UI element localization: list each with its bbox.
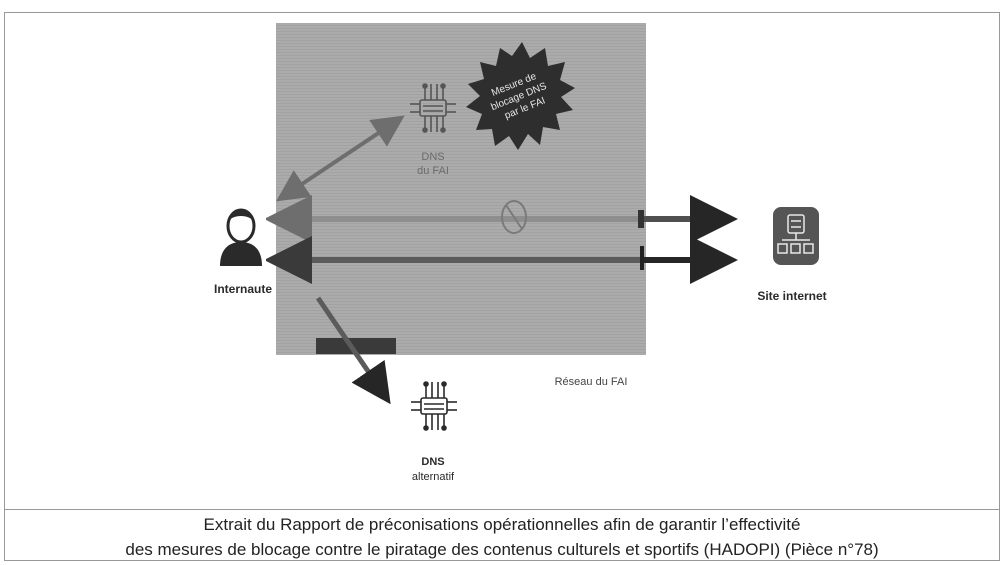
blocking-badge: Mesure de blocage DNS par le FAI [466,42,575,150]
network-edge-marker-bottom [640,246,644,270]
isp-dns-label-1: DNS [421,151,444,163]
caption-line-1: Extrait du Rapport de préconisations opé… [203,515,801,534]
alt-dns-label-1: DNS [421,456,444,468]
isp-dns-chip-icon [410,83,456,133]
website-label: Site internet [757,289,826,303]
dns-blocking-diagram: Mesure de blocage DNS par le FAI DNS du … [214,23,827,483]
figure-frame [4,12,1000,561]
alt-dns-chip-icon [411,381,457,431]
isp-network-area [276,23,646,355]
arrow-user-alt-dns [315,296,391,405]
figure-caption: Extrait du Rapport de préconisations opé… [4,512,1000,562]
server-icon [773,207,819,265]
user-label: Internaute [214,282,272,296]
network-edge-marker-top [638,210,644,228]
user-icon [216,206,266,266]
caption-line-2: des mesures de blocage contre le piratag… [125,540,879,559]
blocked-sign-icon [501,200,527,234]
isp-dns-label-2: du FAI [417,165,449,177]
redaction-bar [316,338,396,354]
network-label: Réseau du FAI [555,376,628,388]
alt-dns-label-2: alternatif [412,471,455,483]
caption-divider [4,509,1000,510]
arrow-user-isp-dns [276,115,405,202]
